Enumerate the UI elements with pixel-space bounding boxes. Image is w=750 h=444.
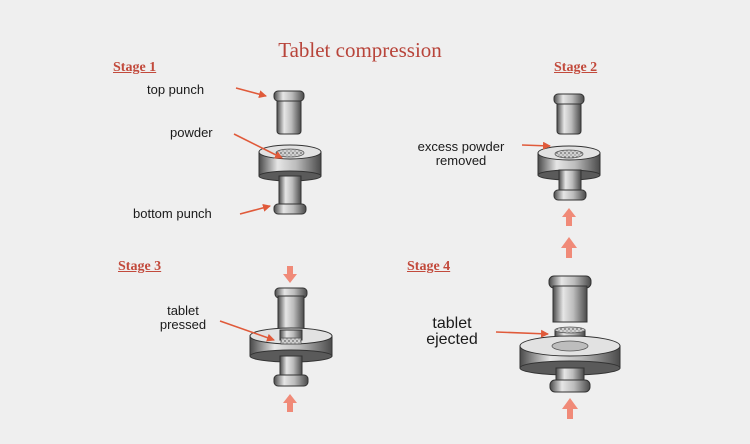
stage-4-label: Stage 4 <box>407 259 451 274</box>
stage-1-bottom-punch <box>273 175 307 215</box>
stage-4-top-arrow <box>561 237 577 258</box>
powder-label: powder <box>170 125 213 140</box>
stage-3-down-arrow <box>283 266 297 283</box>
stage-3-up-arrow <box>283 394 297 412</box>
stage-2-label: Stage 2 <box>554 60 598 75</box>
powder-pointer <box>233 133 283 159</box>
excess-powder-label: excess powder removed <box>402 140 520 168</box>
bottom-punch-label: bottom punch <box>133 206 212 221</box>
stage-4-tablet <box>554 326 586 339</box>
tablet-pressed-pointer <box>219 320 275 342</box>
tablet-ejected-label: tablet ejected <box>412 316 492 348</box>
stage-1-label: Stage 1 <box>113 60 157 75</box>
tablet-pressed-label: tablet pressed <box>148 304 218 332</box>
tablet-ejected-pointer <box>495 329 549 338</box>
diagram-title: Tablet compression <box>278 38 442 62</box>
excess-powder-pointer <box>521 141 551 150</box>
stage-2-up-arrow <box>562 208 576 226</box>
excess-powder-line2: removed <box>435 153 487 168</box>
stage-4-bottom-arrow <box>562 398 578 419</box>
stage-1-die <box>258 144 322 182</box>
stage-2-top-punch <box>553 93 585 135</box>
stage-3-label: Stage 3 <box>118 259 162 274</box>
tablet-ejected-line2: ejected <box>426 331 478 348</box>
stage-1-top-punch <box>273 90 305 135</box>
stage-3-top-punch <box>274 287 308 333</box>
top-punch-pointer <box>235 87 267 99</box>
stage-3-bottom-punch <box>273 355 309 387</box>
stage-4-bottom-punch <box>549 367 591 393</box>
stage-4-top-punch <box>548 275 592 323</box>
tablet-pressed-line1: tablet <box>167 303 199 318</box>
stage-2-bottom-punch <box>553 169 587 201</box>
excess-powder-line1: excess powder <box>417 139 505 154</box>
tablet-pressed-line2: pressed <box>159 317 207 332</box>
stage-4-die <box>519 335 621 376</box>
bottom-punch-pointer <box>239 203 271 215</box>
tablet-ejected-line1: tablet <box>432 315 472 332</box>
top-punch-label: top punch <box>147 82 205 97</box>
